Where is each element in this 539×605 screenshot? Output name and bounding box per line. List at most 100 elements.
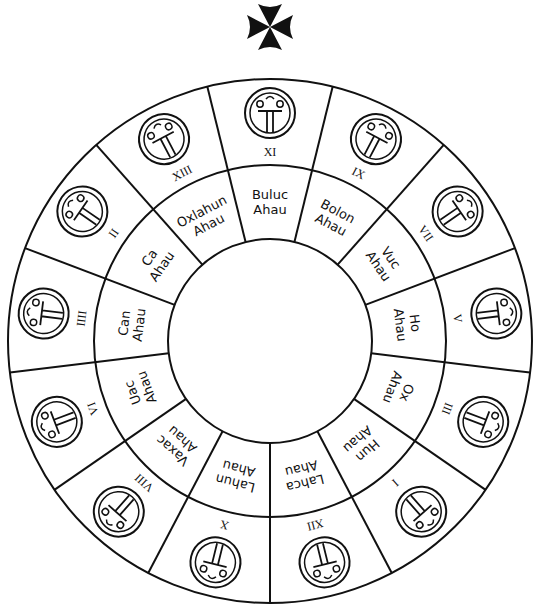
katun-name: Uac Ahau xyxy=(120,369,160,411)
glyph-border xyxy=(342,105,410,173)
katun-name-segment: Lahun Ahau xyxy=(214,457,260,496)
glyph-eye xyxy=(164,122,173,131)
numeral-segment: XI xyxy=(264,146,277,159)
glyph-border xyxy=(185,532,246,593)
roman-numeral: V xyxy=(451,313,465,323)
glyph-eye xyxy=(313,570,321,578)
katun-name-segment: Vaxac Ahau xyxy=(153,421,202,469)
katun-name: Oxlahun Ahau xyxy=(174,192,236,244)
glyph-border xyxy=(16,286,72,342)
glyph-eye xyxy=(385,131,394,140)
ahau-glyph xyxy=(185,532,246,593)
katun-name: Lahca Ahau xyxy=(281,457,326,495)
roman-numeral: XII xyxy=(306,516,325,533)
glyph-cartouche xyxy=(393,483,449,539)
numeral-segment: VIII xyxy=(133,471,157,494)
glyph-eye xyxy=(466,210,475,219)
glyph-eye xyxy=(65,210,74,219)
katun-name-segment: Bolon Ahau xyxy=(311,196,357,240)
numeral-segment: V xyxy=(451,313,465,323)
glyph-mouth xyxy=(258,111,282,132)
center-circle xyxy=(168,239,372,443)
katun-name: Ox Ahau xyxy=(380,369,420,411)
glyph-brow xyxy=(208,575,216,579)
katun-name-segment: Oxlahun Ahau xyxy=(174,192,236,244)
glyph-cartouche xyxy=(474,291,519,336)
katun-name-segment: Can Ahau xyxy=(115,306,149,343)
katun-name: Vaxac Ahau xyxy=(153,421,202,469)
numeral-segment: XII xyxy=(306,516,325,533)
glyph-mouth xyxy=(40,301,64,327)
katun-name-segment: Ca Ahau xyxy=(134,240,178,284)
glyph-brow xyxy=(153,123,161,129)
numeral-segment: II xyxy=(107,227,122,241)
glyph-brow xyxy=(379,123,387,129)
glyph-cartouche xyxy=(31,396,83,448)
katun-name-segment: Ox Ahau xyxy=(380,369,420,411)
glyph-mouth xyxy=(308,541,336,567)
roman-numeral: VII xyxy=(415,223,435,244)
glyph-mouth xyxy=(51,404,79,434)
glyph-eye xyxy=(415,521,424,530)
glyph-brow xyxy=(495,423,500,431)
numeral-segment: VI xyxy=(85,400,102,416)
glyph-eye xyxy=(200,565,208,573)
katun-name-segment: Vuc Ahau xyxy=(363,240,407,284)
glyph-eye xyxy=(32,299,39,306)
roman-numeral: III xyxy=(439,400,455,416)
glyph-eye xyxy=(430,507,439,516)
glyph-border xyxy=(48,177,118,247)
glyph-eye xyxy=(101,507,110,516)
glyph-border xyxy=(25,390,89,454)
numeral-segment: X xyxy=(219,517,231,532)
glyph-brow xyxy=(27,308,30,316)
roman-numeral: X xyxy=(219,517,231,532)
glyph-eye xyxy=(367,122,376,131)
glyph-mouth xyxy=(461,404,489,434)
ahau-glyph xyxy=(386,476,457,547)
glyph-cartouche xyxy=(91,483,147,539)
katun-name: Ho Ahau xyxy=(391,306,425,343)
numeral-segment: VII xyxy=(415,223,435,244)
glyph-cartouche xyxy=(21,291,66,336)
glyph-brow xyxy=(467,199,474,207)
cross-arm xyxy=(247,15,270,39)
ahau-glyph xyxy=(245,88,295,138)
glyph-eye xyxy=(41,412,49,420)
glyph-eye xyxy=(257,101,263,107)
glyph-border xyxy=(451,390,515,454)
glyph-cartouche xyxy=(191,538,239,586)
glyph-cartouche xyxy=(250,93,290,133)
glyph-mouth xyxy=(476,301,500,327)
glyph-eye xyxy=(501,299,508,306)
glyph-border xyxy=(294,532,355,593)
glyph-eye xyxy=(277,101,283,107)
ahau-glyph xyxy=(25,390,89,454)
glyph-border xyxy=(245,88,295,138)
numeral-segment: IIII xyxy=(75,310,90,327)
katun-name-segment: Ho Ahau xyxy=(391,306,425,343)
glyph-eye xyxy=(455,194,464,203)
glyph-eye xyxy=(147,131,156,140)
glyph-brow xyxy=(510,308,513,316)
glyph-mouth xyxy=(203,541,231,567)
glyph-cartouche xyxy=(55,184,111,240)
glyph-mouth xyxy=(400,489,432,521)
glyph-brow xyxy=(40,423,45,431)
glyph-cartouche xyxy=(349,112,403,166)
glyph-eye xyxy=(503,319,510,326)
cross-symbol xyxy=(247,4,293,50)
glyph-mouth xyxy=(357,132,388,162)
glyph-border xyxy=(469,286,525,342)
katun-name: Can Ahau xyxy=(115,306,149,343)
glyph-eye xyxy=(76,194,85,203)
katun-name-segment: Lahca Ahau xyxy=(281,457,326,495)
segment-divider xyxy=(269,443,271,603)
glyph-brow xyxy=(427,519,435,526)
numeral-segment: XIII xyxy=(170,163,194,184)
glyph-brow xyxy=(266,97,274,100)
ahau-glyph xyxy=(48,177,118,247)
numeral-segment: I xyxy=(390,476,402,488)
ahau-glyph xyxy=(342,105,410,173)
